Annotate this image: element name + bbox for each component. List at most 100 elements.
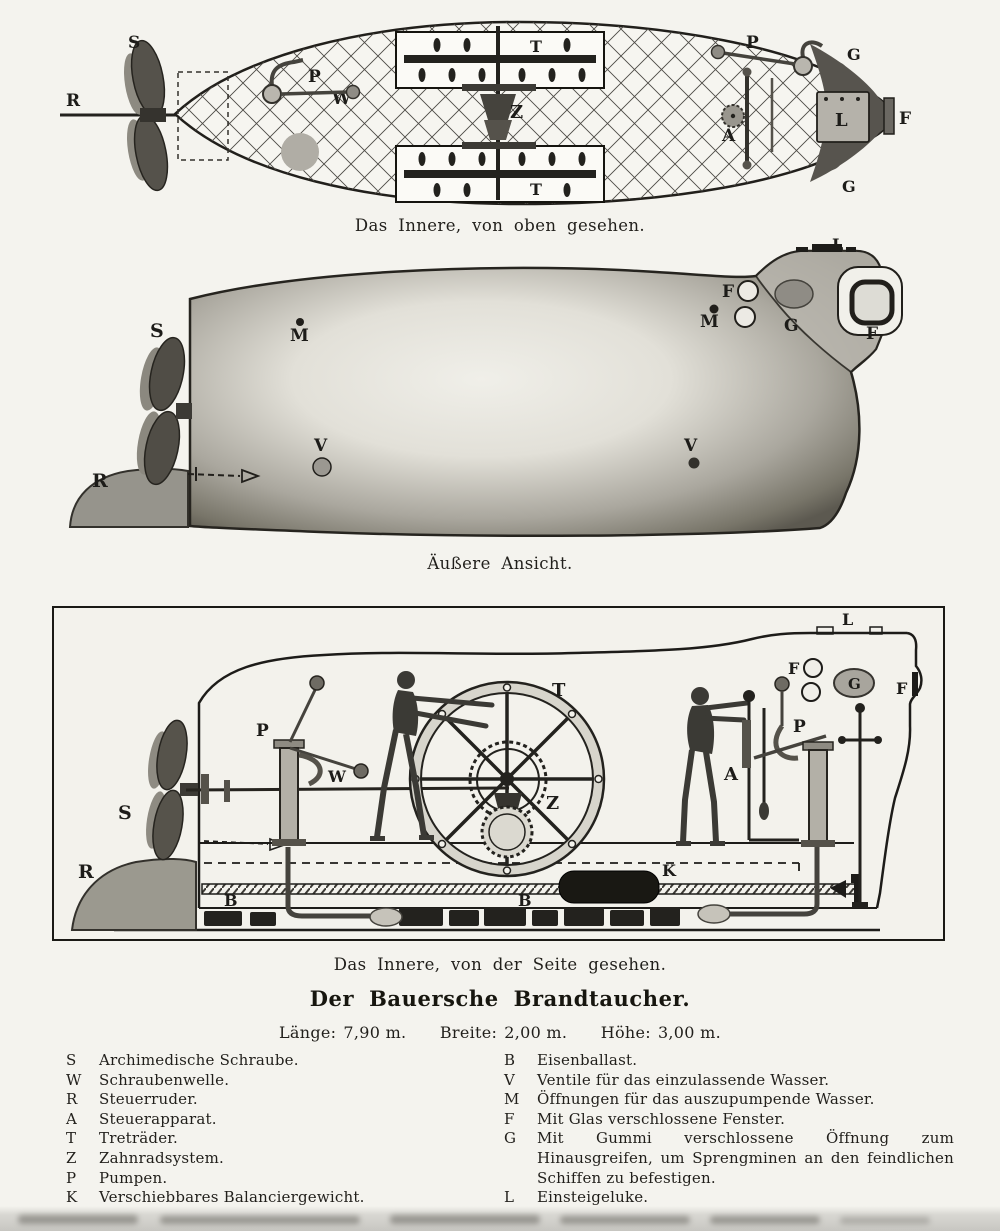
label-L: L [835,110,848,131]
label-A: A [723,764,739,785]
label-Z: Z [546,793,559,814]
keel-arrow [187,467,261,484]
label-P: P [256,721,269,741]
label-Z: Z [510,102,523,123]
steering-apparatus [721,67,774,170]
caption-top-view: Das Innere, von oben gesehen. [354,216,646,235]
caption-interior-view: Das Innere, von der Seite gesehen. [333,955,667,974]
gear-system [462,26,536,200]
label-V: V [683,436,698,456]
propeller-icon [123,39,169,192]
label-V: V [313,436,328,456]
caption-exterior-view: Äußere Ansicht. [427,554,573,573]
hull-line-top [197,631,907,908]
propeller-icon [136,336,192,486]
entry-hatch [816,91,870,143]
opening-dot [296,318,304,326]
label-F: F [899,109,911,129]
rubber-opening [774,279,814,309]
label-G: G [848,675,861,693]
label-S: S [150,320,164,342]
hatch-notch [869,626,883,635]
dimension-width: Breite:2,00 m. [439,1023,568,1042]
label-M: M [700,312,719,332]
control-rod [830,703,882,908]
label-G: G [842,177,856,196]
label-R: R [66,91,81,111]
side-window [912,672,918,696]
figure-interior-frame: L F G F K B B R S W [52,606,945,941]
label-T: T [530,37,542,56]
entry-hatch [796,244,856,252]
label-F: F [896,679,908,698]
label-T: T [552,680,566,701]
opening-G-bottom [824,159,842,171]
valve-circle [688,457,700,469]
label-R: R [78,861,94,883]
stern-dashed-box [177,71,229,161]
pump-left [262,58,361,104]
dimensions-line: Länge:7,90 m. Breite:2,00 m. Höhe:3,00 m… [0,1023,1000,1042]
dimension-length: Länge:7,90 m. [278,1023,407,1042]
label-T: T [530,180,542,199]
label-M: M [290,326,309,346]
label-L: L [832,237,843,254]
steering-apparatus [742,690,799,842]
rudder-fin [68,467,189,528]
propeller-icon [146,719,198,861]
opening-G-top [830,61,848,73]
figure-exterior-view: R L F F G M M V V S [68,237,903,538]
label-G: G [784,316,799,336]
ballast-blocks [204,907,680,926]
label-S: S [118,802,132,824]
window-circle [734,306,756,328]
bleed-through-band [0,1206,1000,1231]
label-S: S [128,33,140,53]
crewman-treading [370,671,495,841]
dimension-height: Höhe:3,00 m. [600,1023,722,1042]
propeller-shaft [185,786,510,792]
label-K: K [662,861,677,880]
rail-bracket [854,882,860,908]
label-F: F [722,282,734,302]
label-F: F [788,659,800,678]
pump-right [710,40,824,76]
label-A: A [721,126,736,146]
opening-dot [709,304,719,314]
label-R: R [92,470,108,492]
label-P: P [308,67,321,87]
balance-weight [558,870,660,904]
ballast-circle [281,133,319,171]
pump-pipe [730,847,820,917]
label-W: W [327,767,347,786]
nose-window [883,97,895,135]
window-circle [801,682,821,702]
rudder-fin [70,858,197,931]
label-L: L [842,610,853,629]
pipe-strainer [697,904,731,924]
page-title: Der Bauersche Brandtaucher. [309,986,691,1011]
pump-pipe [285,847,370,919]
label-B: B [224,891,238,910]
shaft-bracket [224,780,230,802]
valve-circle [312,457,332,477]
figure-top-view: R S T T [60,20,911,206]
gear-system [468,740,548,859]
label-F: F [866,324,878,344]
label-P: P [793,717,806,737]
rail-bracket [851,874,861,883]
dashed-guide [204,862,800,876]
pump-left [272,675,369,846]
